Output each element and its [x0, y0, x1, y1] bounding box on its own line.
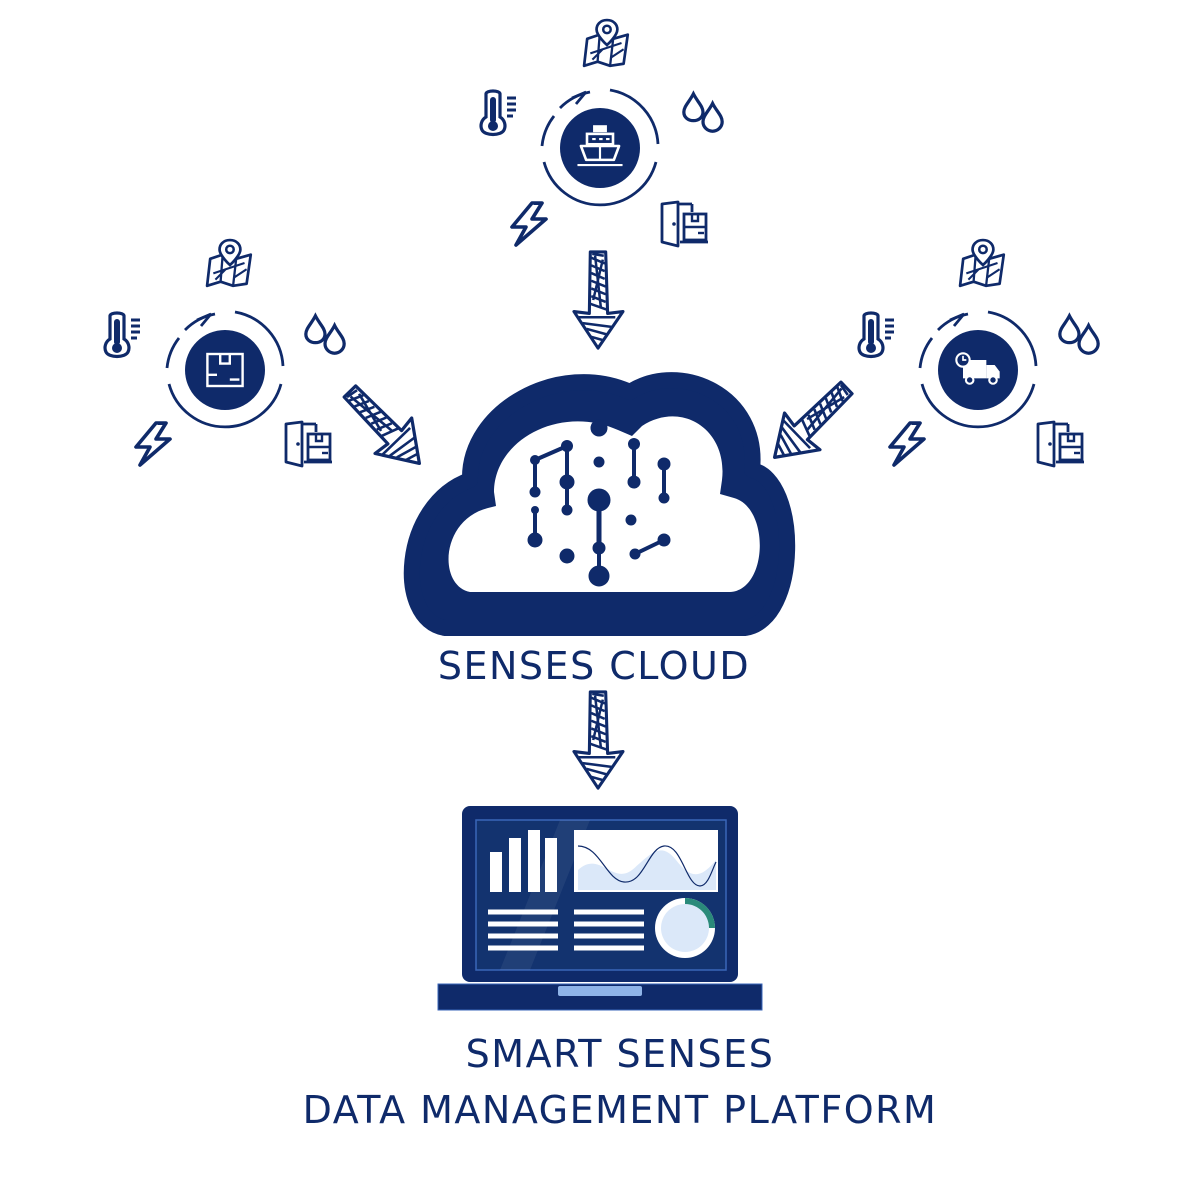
door-cargo-icon: [1036, 420, 1086, 468]
power-icon: [134, 421, 172, 467]
cloud-data-network-icon: [403, 372, 796, 636]
location-map-icon: [958, 238, 1006, 288]
hub-center-circle: [185, 330, 265, 410]
arrow-truck-to-cloud: [755, 368, 867, 478]
laptop-trackpad-notch: [558, 986, 642, 996]
temperature-icon: [103, 311, 142, 359]
arrow-warehouse-to-cloud: [330, 371, 440, 483]
platform-title-line-2: DATA MANAGEMENT PLATFORM: [302, 1088, 938, 1132]
hub-cycle-arrow-icon: [949, 312, 966, 327]
cloud-label: SENSES CLOUD: [437, 644, 751, 688]
location-map-icon: [582, 18, 630, 68]
power-icon: [510, 201, 548, 247]
hub-cycle-arrow-icon: [571, 90, 588, 105]
location-map-icon: [205, 238, 253, 288]
arrow-ship-to-cloud: [572, 250, 625, 350]
humidity-icon: [304, 314, 346, 355]
temperature-icon: [857, 311, 896, 359]
dashboard-bar-chart-icon: [490, 830, 557, 892]
hub-ship: [540, 88, 660, 207]
door-cargo-icon: [284, 420, 334, 468]
humidity-icon: [1058, 314, 1100, 355]
platform-title-line-1: SMART SENSES: [465, 1032, 775, 1076]
arrow-cloud-to-platform: [572, 690, 625, 790]
hub-warehouse: [165, 310, 285, 429]
temperature-icon: [479, 89, 518, 137]
laptop-dashboard-icon: [437, 806, 763, 1011]
power-icon: [888, 421, 926, 467]
dashboard-donut-chart-icon: [655, 898, 715, 958]
humidity-icon: [682, 92, 724, 133]
hub-cycle-arrow-icon: [196, 312, 213, 327]
dashboard-line-chart-icon: [574, 830, 718, 892]
hub-truck: [918, 310, 1038, 429]
door-cargo-icon: [660, 200, 710, 248]
dashboard-text-lines-icon: [488, 909, 644, 951]
cloud-network-nodes: [527, 419, 671, 587]
